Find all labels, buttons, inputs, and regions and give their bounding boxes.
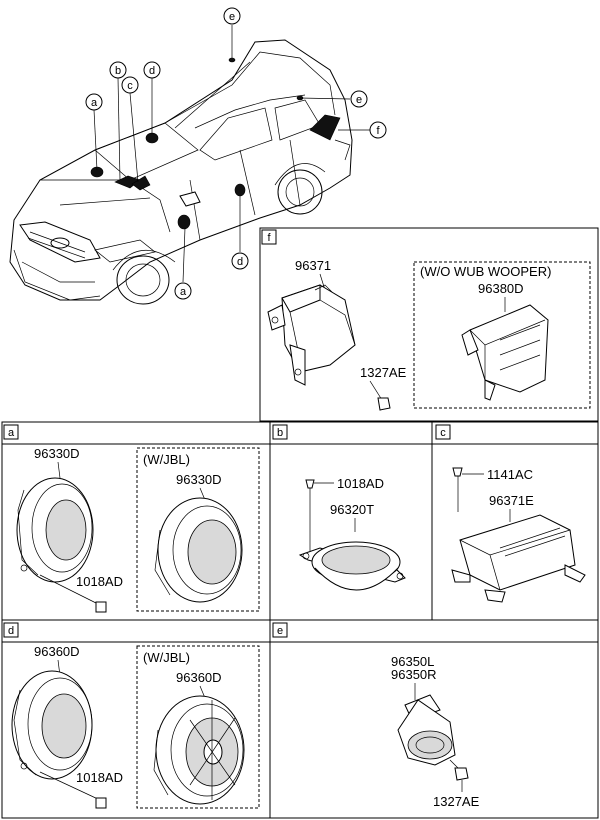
label-96360D: 96360D xyxy=(34,644,80,659)
screw-1018AD-d xyxy=(95,797,107,809)
svg-text:f: f xyxy=(376,125,380,137)
panel-e-tag: e xyxy=(277,625,283,637)
label-96350R: 96350R xyxy=(391,667,437,682)
panel-c-tag: c xyxy=(440,427,446,439)
label-96330D-jbl: 96330D xyxy=(176,472,222,487)
svg-text:c: c xyxy=(127,80,133,92)
vehicle-overview: a b c d e e f a xyxy=(9,7,387,305)
callout-b[interactable]: b xyxy=(109,61,127,79)
callout-a-bottom[interactable]: a xyxy=(174,282,192,300)
nut-1327AE-f xyxy=(377,397,391,411)
label-96320T: 96320T xyxy=(330,502,374,517)
svg-text:d: d xyxy=(237,256,243,268)
svg-text:e: e xyxy=(356,94,362,106)
svg-text:d: d xyxy=(149,65,155,77)
label-96371: 96371 xyxy=(295,258,331,273)
door-speaker-96360D xyxy=(11,670,93,780)
screw-1018AD-a xyxy=(95,601,107,613)
callout-a-top[interactable]: a xyxy=(85,93,103,111)
label-96360D-jbl: 96360D xyxy=(176,670,222,685)
callout-c[interactable]: c xyxy=(121,76,139,94)
callout-d-top[interactable]: d xyxy=(143,61,161,79)
label-1018AD-b: 1018AD xyxy=(337,476,384,491)
nut-1327AE-e xyxy=(454,767,469,781)
amplifier-96371 xyxy=(267,284,356,386)
door-speaker-96330D xyxy=(16,477,94,583)
label-1141AC: 1141AC xyxy=(487,467,533,482)
amplifier-96380D xyxy=(461,304,549,401)
variant-box-f xyxy=(413,261,591,409)
center-speaker-96320T xyxy=(298,541,406,591)
label-96371E: 96371E xyxy=(489,493,534,508)
svg-text:b: b xyxy=(115,65,121,77)
jbl-speaker-96360D xyxy=(153,695,245,805)
tweeter-96350 xyxy=(397,694,456,766)
panel-d-tag: d xyxy=(8,625,14,637)
callout-d-bottom[interactable]: d xyxy=(231,252,249,270)
svg-text:a: a xyxy=(180,286,187,298)
jbl-speaker-96330D xyxy=(154,497,243,603)
label-1018AD-d: 1018AD xyxy=(76,770,123,785)
callout-f[interactable]: f xyxy=(369,121,387,139)
label-96330D: 96330D xyxy=(34,446,80,461)
panel-b-tag: b xyxy=(277,427,283,439)
callout-e-right[interactable]: e xyxy=(350,90,368,108)
callout-e-top[interactable]: e xyxy=(223,7,241,25)
panel-a-tag: a xyxy=(8,427,15,439)
label-wo-wub: (W/O WUB WOOPER) xyxy=(420,264,551,279)
panel-b: b 1018AD 96320T xyxy=(272,424,406,591)
panel-f-tag-box xyxy=(261,229,277,245)
label-96380D: 96380D xyxy=(478,281,524,296)
svg-text:e: e xyxy=(229,11,235,23)
label-1018AD-a: 1018AD xyxy=(76,574,123,589)
label-wjbl-a: (W/JBL) xyxy=(143,452,190,467)
panel-e: e 96350L 96350R 1327AE xyxy=(272,622,480,809)
variant-box-d xyxy=(136,645,260,809)
amplifier-96371E xyxy=(451,514,586,603)
panel-f: f 96371 1327AE (W/O WUB WOOPER) 96380D xyxy=(259,227,599,422)
screw-1018AD-b xyxy=(305,479,315,489)
panel-c: c 1141AC 96371E xyxy=(435,424,586,603)
label-1327AE-f: 1327AE xyxy=(360,365,407,380)
panel-a: a 96330D 1018AD (W/JBL) 96330D xyxy=(3,424,260,613)
svg-text:a: a xyxy=(91,97,98,109)
panel-f-tag: f xyxy=(267,232,271,244)
label-wjbl-d: (W/JBL) xyxy=(143,650,190,665)
panel-d: d 96360D 1018AD (W/JBL) 96360D xyxy=(3,622,260,809)
variant-box-a xyxy=(136,447,260,612)
bolt-1141AC xyxy=(452,467,463,477)
label-1327AE-e: 1327AE xyxy=(433,794,480,809)
label-96350L: 96350L xyxy=(391,654,434,669)
